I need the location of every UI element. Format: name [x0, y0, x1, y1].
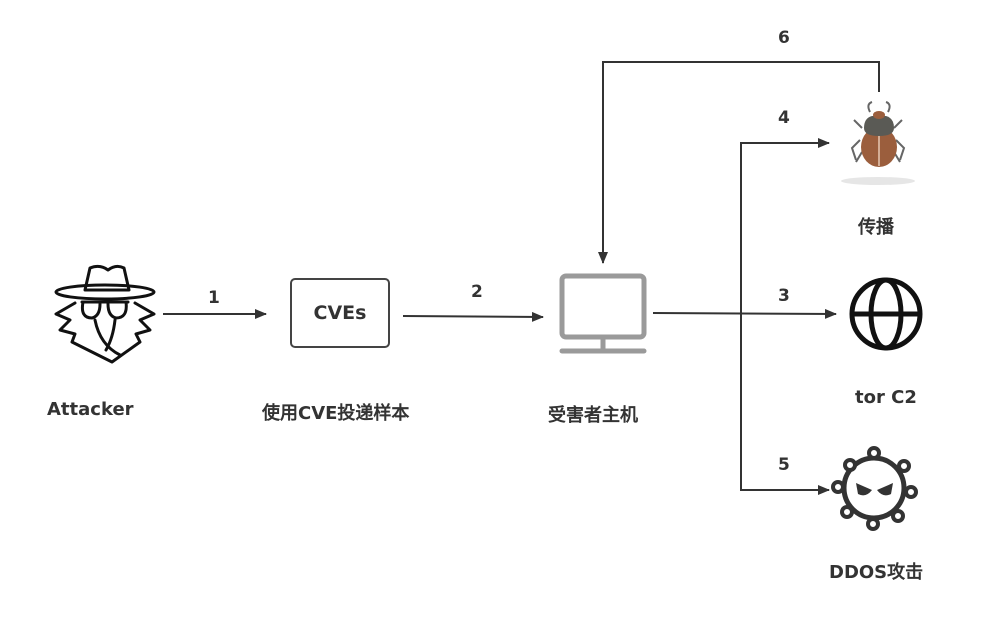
edge-6	[598, 61, 880, 264]
virus-icon	[831, 446, 918, 531]
victim-label: 受害者主机	[548, 405, 638, 426]
edge-label-4: 4	[778, 108, 790, 128]
edge-3	[652, 308, 837, 319]
edge-label-6: 6	[778, 28, 790, 48]
edge-label-1: 1	[208, 288, 220, 308]
cves-box: CVEs	[290, 278, 390, 348]
edge-label-5: 5	[778, 455, 790, 475]
edge-4	[740, 138, 830, 313]
cves-label: 使用CVE投递样本	[262, 403, 410, 424]
edge-5	[740, 313, 830, 495]
globe-icon	[849, 277, 923, 351]
attacker-label: Attacker	[47, 399, 134, 420]
edge-label-2: 2	[471, 282, 483, 302]
beetle-icon	[841, 101, 915, 185]
monitor-icon	[559, 273, 647, 354]
spread-label: 传播	[858, 217, 894, 238]
c2-label: tor C2	[855, 387, 917, 408]
edge-2	[402, 311, 544, 322]
ddos-label: DDOS攻击	[829, 562, 924, 583]
edge-label-3: 3	[778, 286, 790, 306]
spy-icon	[54, 264, 156, 364]
